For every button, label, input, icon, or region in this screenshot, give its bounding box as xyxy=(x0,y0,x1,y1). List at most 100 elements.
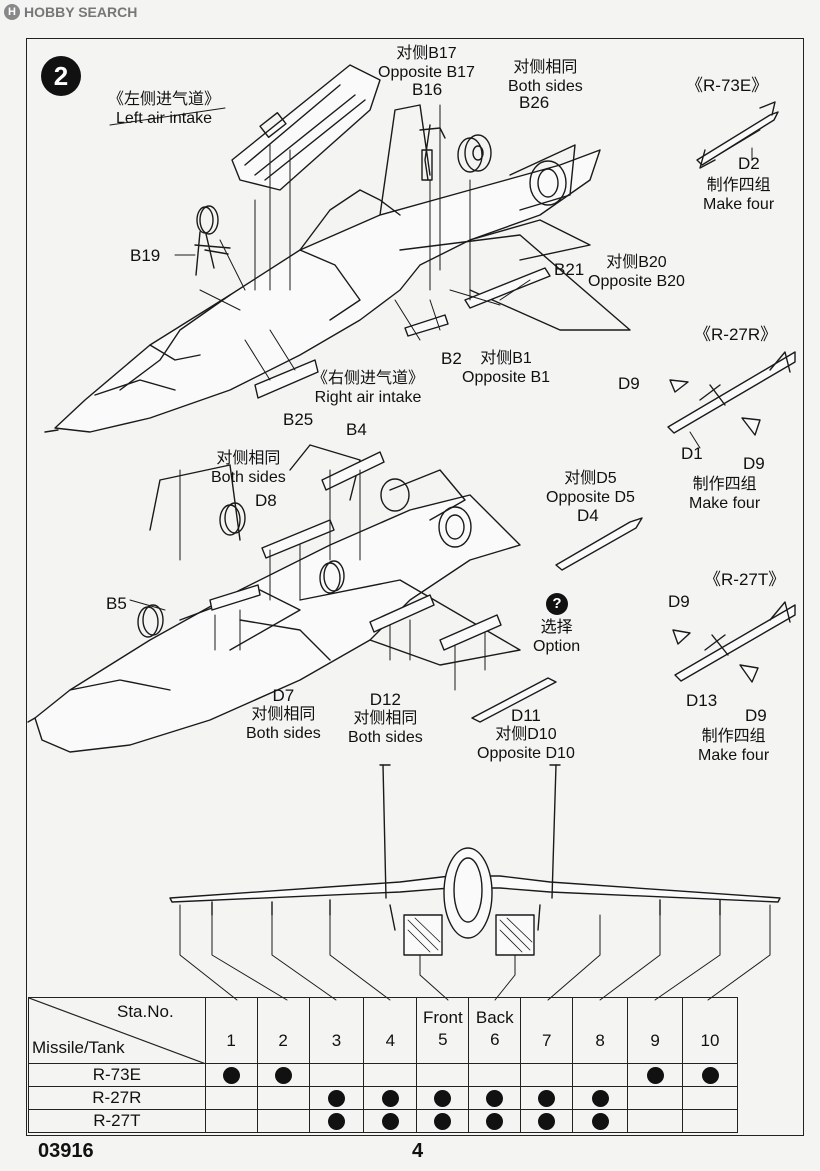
b21-pylon xyxy=(464,267,551,309)
assembly-lines-top xyxy=(109,104,531,381)
station-cell-1 xyxy=(204,1109,258,1133)
table-row: R-27T xyxy=(28,1109,738,1133)
loaded-marker-dot xyxy=(538,1090,556,1108)
station-cell-3 xyxy=(308,1109,365,1133)
station-cell-3 xyxy=(308,1086,365,1110)
watermark-text: HOBBY SEARCH xyxy=(24,4,138,20)
r27r-title: 《R-27R》 xyxy=(694,325,778,344)
kit-code: 03916 xyxy=(38,1140,94,1162)
hobby-search-logo-icon: H xyxy=(4,4,20,20)
loaded-marker-dot xyxy=(381,1090,399,1108)
loaded-marker-dot xyxy=(591,1113,609,1131)
station-header-2: 2 xyxy=(256,997,310,1064)
table-row: R-27R xyxy=(28,1086,738,1110)
b4-pylon xyxy=(321,451,385,491)
station-cell-5 xyxy=(416,1086,470,1110)
station-header-3: 3 xyxy=(308,997,365,1064)
loaded-marker-dot xyxy=(381,1113,399,1131)
station-cell-6 xyxy=(468,1109,522,1133)
station-header-4: 4 xyxy=(363,997,418,1064)
station-cell-5 xyxy=(416,1063,470,1087)
station-number-header: Sta.No. xyxy=(117,1002,174,1021)
loaded-marker-dot xyxy=(327,1113,345,1131)
station-header-8: 8 xyxy=(572,997,629,1064)
station-header-7: 7 xyxy=(520,997,574,1064)
step-number: 2 xyxy=(41,56,81,96)
loaded-marker-dot xyxy=(434,1090,452,1108)
b26-label: B26 xyxy=(519,93,550,112)
r73e-missile xyxy=(696,101,779,169)
station-cell-9 xyxy=(627,1086,684,1110)
aircraft-front-view xyxy=(169,764,781,956)
d8-pylon-left xyxy=(261,519,335,559)
step-frame xyxy=(26,38,804,1136)
table-corner-cell: Sta.No. Missile/Tank xyxy=(28,997,206,1064)
question-mark-icon: ? xyxy=(546,593,568,615)
station-cell-7 xyxy=(520,1063,574,1087)
r73e-d2-label: D2 xyxy=(738,154,760,173)
r27t-d9-label-bottom: D9 xyxy=(745,706,767,725)
station-cell-10 xyxy=(682,1086,738,1110)
b4-label: B4 xyxy=(346,420,367,439)
d7-pylon xyxy=(209,584,261,611)
r27r-d9-label-right: D9 xyxy=(743,454,765,473)
loaded-marker-dot xyxy=(701,1067,719,1085)
station-cell-2 xyxy=(256,1063,310,1087)
station-cell-10 xyxy=(682,1109,738,1133)
loaded-marker-dot xyxy=(486,1113,504,1131)
d4-tank xyxy=(555,517,643,571)
loaded-marker-dot xyxy=(486,1090,504,1108)
r27t-d9-label-top: D9 xyxy=(668,592,690,611)
r27t-title: 《R-27T》 xyxy=(704,570,786,589)
station-header-1: 1 xyxy=(204,997,258,1064)
station-cell-3 xyxy=(308,1063,365,1087)
station-cell-1 xyxy=(204,1086,258,1110)
station-cell-1 xyxy=(204,1063,258,1087)
table-row: R-73E xyxy=(28,1063,738,1087)
row-name-cell: R-27R xyxy=(28,1086,206,1110)
b25-label: B25 xyxy=(283,410,314,429)
loaded-marker-dot xyxy=(646,1067,664,1085)
station-header-10: 10 xyxy=(682,997,738,1064)
r73e-title: 《R-73E》 xyxy=(686,76,769,95)
page-number: 4 xyxy=(412,1140,424,1162)
loaded-marker-dot xyxy=(274,1067,292,1085)
station-cell-8 xyxy=(572,1086,629,1110)
main-wheel-mid xyxy=(219,502,345,594)
station-cell-7 xyxy=(520,1109,574,1133)
r27t-missile xyxy=(672,601,796,683)
b21-label: B21 xyxy=(554,260,585,279)
station-leader-lines xyxy=(179,904,771,1001)
station-cell-4 xyxy=(363,1086,418,1110)
r27r-missile xyxy=(667,351,796,449)
station-cell-2 xyxy=(256,1109,310,1133)
station-cell-4 xyxy=(363,1109,418,1133)
station-cell-10 xyxy=(682,1063,738,1087)
right-intake-label: 《右侧进气道》Right air intake xyxy=(312,370,425,406)
b5-wheel xyxy=(137,604,164,638)
row-name-cell: R-73E xyxy=(28,1063,206,1087)
r27r-d9-label-left: D9 xyxy=(618,374,640,393)
station-cell-8 xyxy=(572,1063,629,1087)
station-cell-8 xyxy=(572,1109,629,1133)
left-intake-label: 《左侧进气道》Left air intake xyxy=(108,91,221,127)
aircraft-upper-view xyxy=(44,104,631,433)
d10-pylon xyxy=(439,614,502,651)
b25-panel xyxy=(254,359,319,399)
loaded-marker-dot xyxy=(591,1090,609,1108)
loaded-marker-dot xyxy=(327,1090,345,1108)
station-cell-5 xyxy=(416,1109,470,1133)
